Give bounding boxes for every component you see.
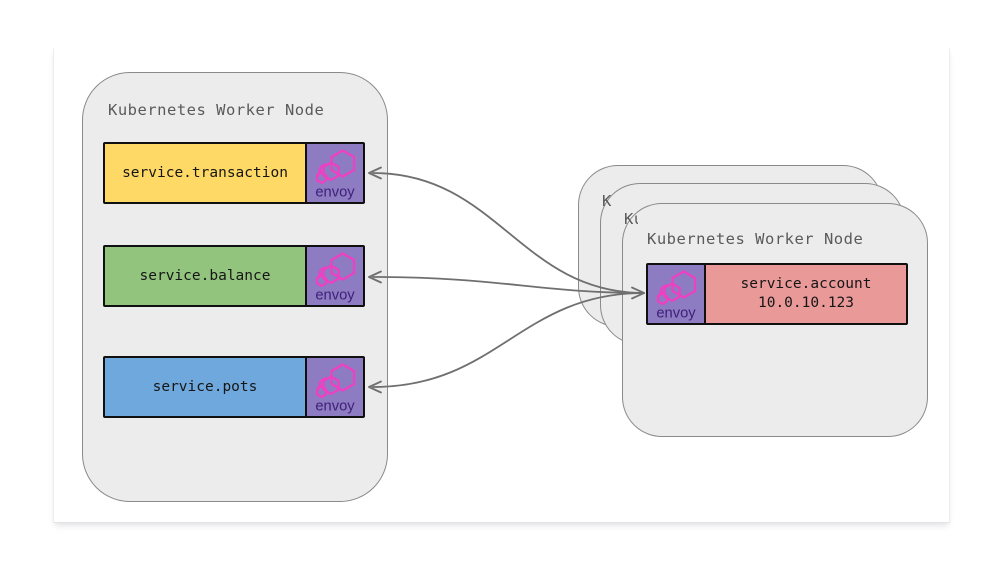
envoy-logo-icon: envoy [315, 252, 355, 303]
envoy-sidecar-balance: envoy [305, 247, 363, 305]
service-account-ip: 10.0.10.123 [757, 295, 855, 311]
envoy-sidecar-transaction: envoy [305, 144, 363, 202]
svg-text:envoy: envoy [315, 287, 355, 303]
worker-node-middle-title-fragment: Ku [624, 210, 638, 228]
envoy-logo-icon: envoy [315, 149, 355, 200]
envoy-logo-icon: envoy [656, 270, 696, 321]
service-transaction-label: service.transaction [105, 144, 305, 202]
service-account-label: service.account 10.0.10.123 [706, 265, 906, 323]
worker-node-back-title-fragment: K [602, 192, 612, 210]
envoy-sidecar-account: envoy [648, 265, 706, 323]
worker-node-left-title: Kubernetes Worker Node [108, 101, 325, 119]
svg-text:envoy: envoy [656, 305, 696, 321]
worker-node-right-title: Kubernetes Worker Node [647, 230, 864, 248]
svg-text:envoy: envoy [315, 184, 355, 200]
service-pots-label: service.pots [105, 358, 305, 416]
service-account-name: service.account [740, 276, 872, 292]
service-account-pod: envoy service.account 10.0.10.123 [646, 263, 908, 325]
envoy-sidecar-pots: envoy [305, 358, 363, 416]
envoy-logo-icon: envoy [315, 363, 355, 414]
service-balance-pod: service.balance envoy [103, 245, 365, 307]
service-balance-label: service.balance [105, 247, 305, 305]
service-transaction-pod: service.transaction envoy [103, 142, 365, 204]
svg-text:envoy: envoy [315, 398, 355, 414]
service-pots-pod: service.pots envoy [103, 356, 365, 418]
